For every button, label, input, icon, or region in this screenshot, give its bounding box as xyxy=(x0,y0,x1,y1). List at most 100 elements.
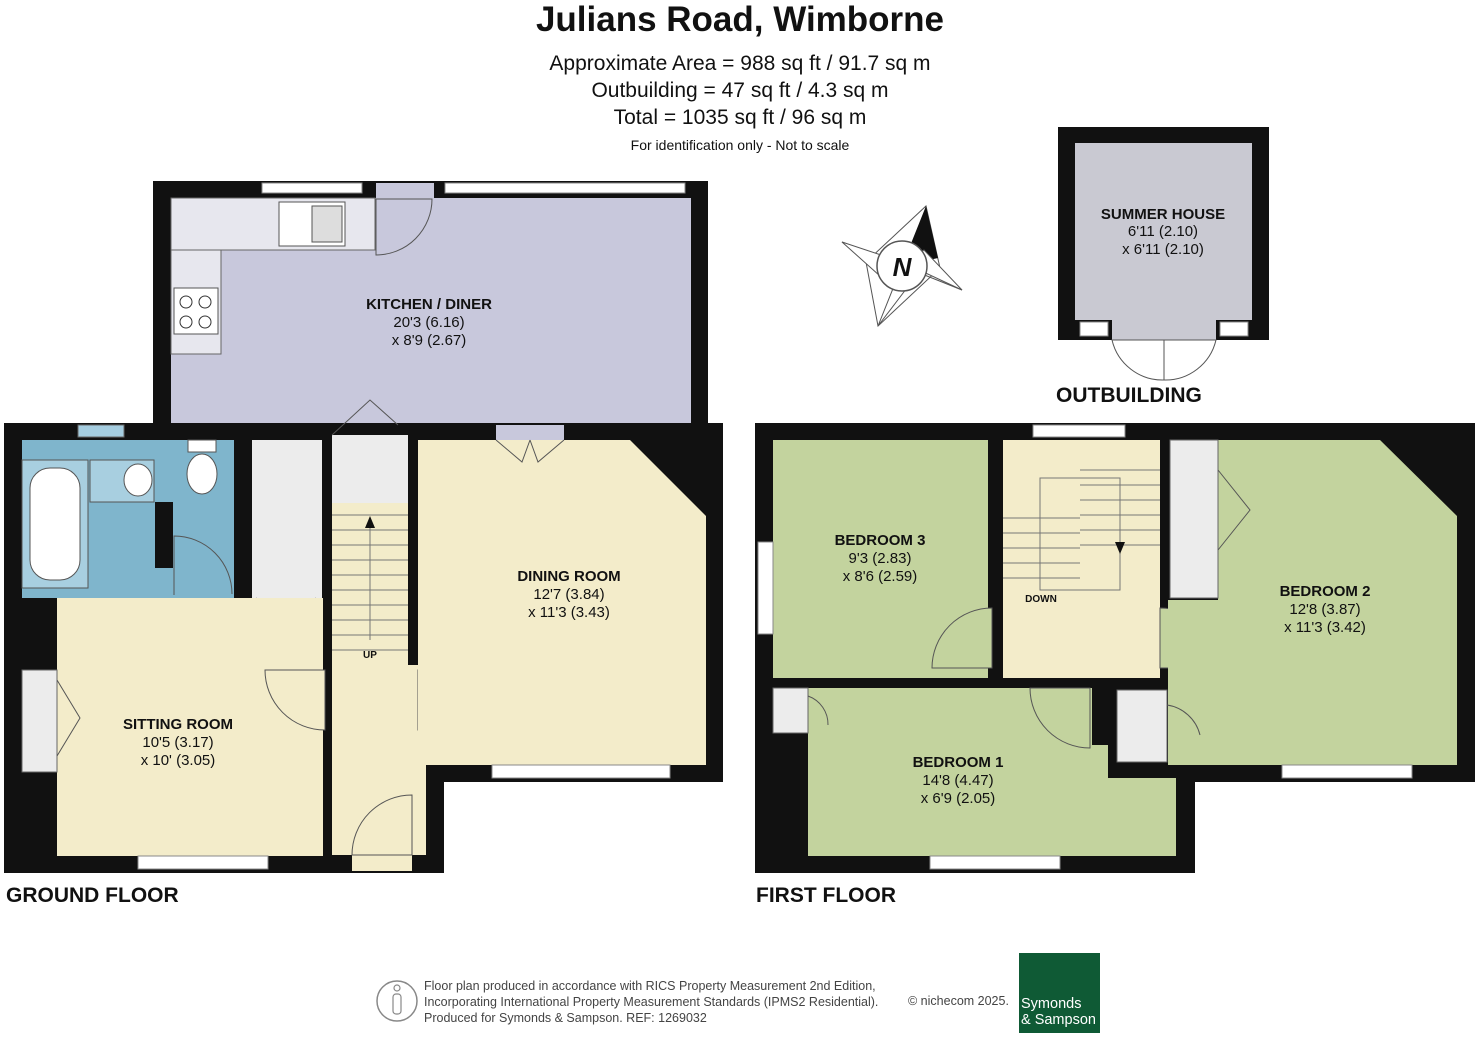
bedroom-3-door-swing xyxy=(931,607,993,669)
french-door-opening xyxy=(496,425,564,440)
landing-floor xyxy=(1003,440,1160,678)
bedroom-1-door-swing xyxy=(1029,687,1091,749)
cupboard-floor xyxy=(252,440,322,598)
basin-icon xyxy=(123,463,153,497)
kitchen-door-swing xyxy=(375,198,433,256)
bath-tub-icon xyxy=(29,467,81,581)
footer-line: Produced for Symonds & Sampson. REF: 126… xyxy=(424,1011,707,1025)
dining-room-dim-2: x 11'3 (3.43) xyxy=(528,604,610,621)
summer-house-dim-1: 6'11 (2.10) xyxy=(1128,223,1198,240)
hob-ring-icon xyxy=(198,295,212,309)
stairs-up-arrow-icon xyxy=(365,516,375,528)
bedroom-2-cupboard xyxy=(1116,689,1168,763)
kitchen-window-large xyxy=(444,182,686,194)
bedroom-3-dim-1: 9'3 (2.83) xyxy=(849,550,912,567)
approximate-area: Approximate Area = 988 sq ft / 91.7 sq m xyxy=(549,52,931,75)
stairs-first xyxy=(1003,469,1160,591)
bedroom-3-label: BEDROOM 3 xyxy=(835,532,926,549)
french-doors xyxy=(495,439,565,463)
bedroom-2-dim-2: x 11'3 (3.42) xyxy=(1284,619,1366,636)
cupboard-door-swing xyxy=(1166,704,1201,736)
hall-cupboard-door xyxy=(331,399,399,436)
cupboard-door-swing xyxy=(807,695,829,726)
footer-line: Floor plan produced in accordance with R… xyxy=(424,979,876,993)
summer-house-dim-2: x 6'11 (2.10) xyxy=(1122,241,1204,258)
compass-letter: N xyxy=(893,252,913,282)
bedroom-2-label: BEDROOM 2 xyxy=(1280,583,1371,600)
toilet-icon xyxy=(186,453,218,495)
kitchen-label: KITCHEN / DINER xyxy=(366,296,492,313)
hob-icon xyxy=(173,287,219,335)
agent-logo: Symonds & Sampson xyxy=(1019,953,1100,1033)
bedroom-3-window xyxy=(757,541,774,635)
bathroom-window xyxy=(77,424,125,438)
sitting-room-dim-2: x 10' (3.05) xyxy=(141,752,216,769)
summer-house-floor xyxy=(1075,143,1252,320)
copyright-notice: © nichecom 2025. xyxy=(908,994,1009,1008)
summer-house-label: SUMMER HOUSE xyxy=(1101,206,1225,223)
footer-notes: Floor plan produced in accordance with R… xyxy=(424,978,878,1026)
dining-room-floor xyxy=(418,440,706,765)
ground-floor-plan xyxy=(4,181,723,873)
bathroom-partition xyxy=(155,502,173,568)
bedroom-3-dim-2: x 8'6 (2.59) xyxy=(843,568,918,585)
hob-ring-icon xyxy=(179,295,193,309)
first-floor-label: FIRST FLOOR xyxy=(756,884,896,907)
ground-floor-label: GROUND FLOOR xyxy=(6,884,179,907)
plan-title: Julians Road, Wimborne xyxy=(535,0,945,39)
sitting-room-floor xyxy=(57,598,323,856)
hob-ring-icon xyxy=(179,315,193,329)
hob-ring-icon xyxy=(198,315,212,329)
outbuilding-area: Outbuilding = 47 sq ft / 4.3 sq m xyxy=(591,79,889,102)
sitting-room-cupboard xyxy=(21,669,58,773)
sink-bowl-icon xyxy=(311,205,343,243)
stairs-ground xyxy=(332,514,408,651)
north-compass-icon: N xyxy=(841,205,963,327)
bedroom-2-wardrobe xyxy=(1169,439,1219,599)
bedroom-1-dim-1: 14'8 (4.47) xyxy=(922,772,993,789)
dining-room-dim-1: 12'7 (3.84) xyxy=(533,586,604,603)
kitchen-window xyxy=(261,182,363,194)
bathroom-door-swing xyxy=(173,535,233,595)
kitchen-dim-2: x 8'9 (2.67) xyxy=(392,332,467,349)
outbuilding-plan xyxy=(1058,127,1269,381)
sitting-room-label: SITTING ROOM xyxy=(123,716,233,733)
accessibility-logo-icon xyxy=(376,980,418,1022)
kitchen-dim-1: 20'3 (6.16) xyxy=(393,314,464,331)
total-area: Total = 1035 sq ft / 96 sq m xyxy=(613,106,867,129)
stairs-down-arrow-icon xyxy=(1115,542,1125,554)
sitting-room-dim-1: 10'5 (3.17) xyxy=(142,734,213,751)
toilet-cistern-icon xyxy=(187,439,217,453)
stairs-up-label: UP xyxy=(363,650,377,661)
front-door-swing xyxy=(351,794,413,856)
bedroom-2-dim-1: 12'8 (3.87) xyxy=(1289,601,1360,618)
bedroom-2-window xyxy=(1281,764,1413,779)
bedroom-1-label: BEDROOM 1 xyxy=(913,754,1004,771)
sitting-room-window xyxy=(137,855,269,870)
front-door-opening xyxy=(352,855,412,871)
summer-house-window xyxy=(1219,321,1249,337)
dining-room-window xyxy=(491,764,671,779)
kitchen-door-opening xyxy=(376,183,434,199)
summer-house-window xyxy=(1079,321,1109,337)
summer-house-doors xyxy=(1111,339,1217,381)
sitting-room-door-swing xyxy=(264,669,326,731)
summer-house-door-opening xyxy=(1112,320,1216,340)
dining-room-label: DINING ROOM xyxy=(517,568,620,585)
brand-line-2: & Sampson xyxy=(1021,1012,1096,1028)
bedroom-2-floor xyxy=(1168,440,1457,765)
stairs-down-label: DOWN xyxy=(1025,594,1057,605)
bedroom-1-dim-2: x 6'9 (2.05) xyxy=(921,790,996,807)
hall-cupboard xyxy=(332,435,408,503)
landing-window xyxy=(1032,424,1126,438)
bedroom-1-cupboard xyxy=(772,687,809,734)
first-floor-plan xyxy=(755,423,1475,873)
footer-line: Incorporating International Property Mea… xyxy=(424,995,879,1009)
brand-line-1: Symonds xyxy=(1021,996,1082,1012)
outbuilding-label: OUTBUILDING xyxy=(1056,384,1202,407)
wardrobe-doors xyxy=(1217,469,1251,551)
bedroom-1-window xyxy=(929,855,1061,870)
cupboard-doors xyxy=(56,679,81,757)
scale-note: For identification only - Not to scale xyxy=(630,137,850,153)
